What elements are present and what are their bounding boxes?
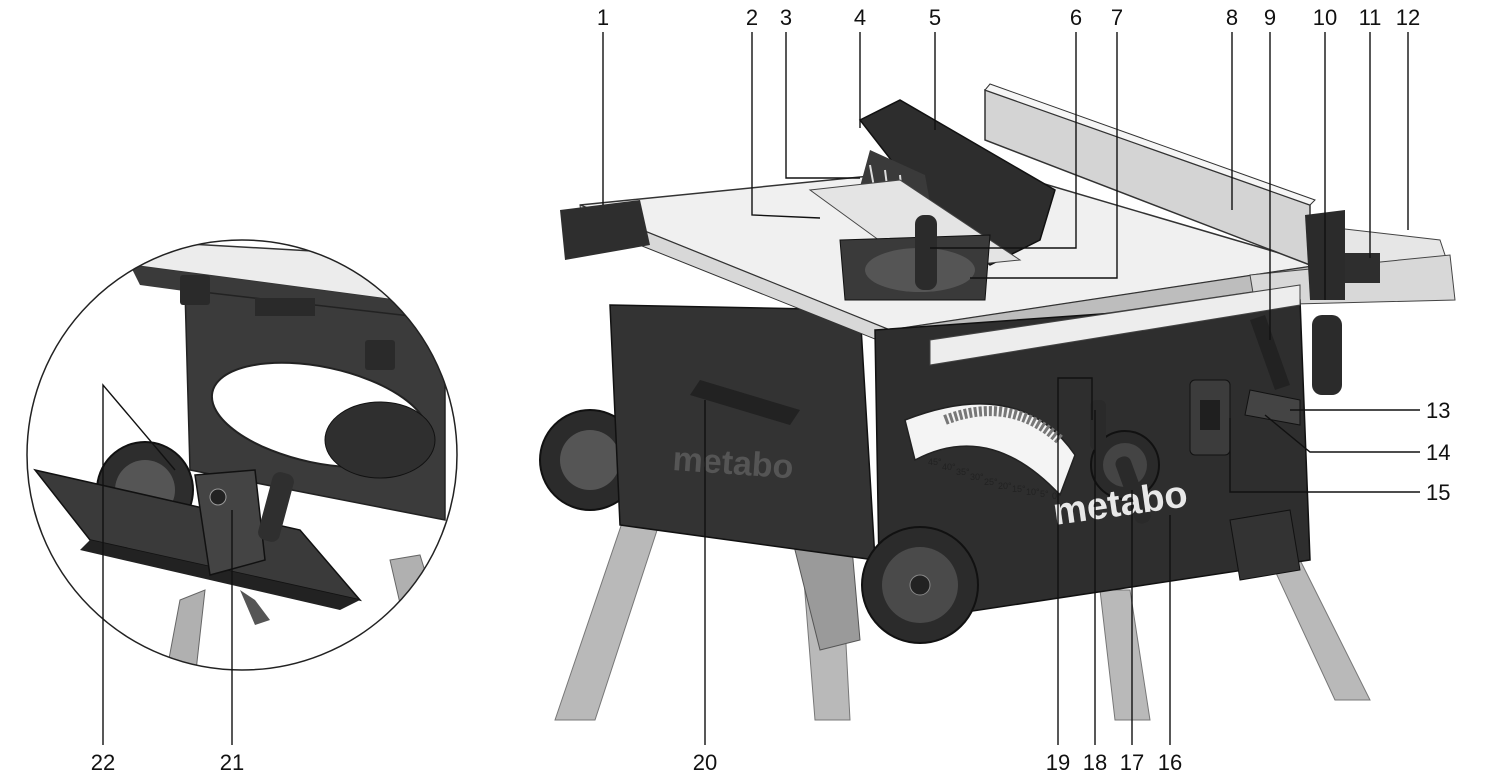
callout-5: 5 bbox=[929, 5, 941, 30]
callout-6: 6 bbox=[1070, 5, 1082, 30]
bevel-scale-ticks: 45° 40° 35° 30° 25° 20° 15° 10° 5° 0° bbox=[928, 457, 1061, 501]
table-saw: metabo 45° bbox=[539, 83, 1456, 721]
bevel-tick-label: 0° bbox=[1052, 491, 1061, 501]
callout-8: 8 bbox=[1226, 5, 1238, 30]
callout-labels: 1 2 3 4 5 6 7 8 9 10 11 12 13 14 15 16 1… bbox=[91, 5, 1451, 775]
bevel-tick-label: 25° bbox=[984, 477, 998, 487]
bevel-tick-label: 30° bbox=[970, 472, 984, 482]
callout-18: 18 bbox=[1083, 750, 1107, 775]
bevel-tick-label: 35° bbox=[956, 467, 970, 477]
bevel-tick-label: 10° bbox=[1026, 487, 1040, 497]
callout-4: 4 bbox=[854, 5, 866, 30]
bevel-tick-label: 15° bbox=[1012, 484, 1026, 494]
callout-9: 9 bbox=[1264, 5, 1276, 30]
callout-1: 1 bbox=[597, 5, 609, 30]
callout-22: 22 bbox=[91, 750, 115, 775]
callout-11: 11 bbox=[1359, 5, 1382, 30]
callout-14: 14 bbox=[1426, 440, 1450, 465]
callout-2: 2 bbox=[746, 5, 758, 30]
callout-20: 20 bbox=[693, 750, 717, 775]
callout-21: 21 bbox=[220, 750, 244, 775]
callout-12: 12 bbox=[1396, 5, 1420, 30]
callout-13: 13 bbox=[1426, 398, 1450, 423]
leader-lines bbox=[102, 32, 1420, 745]
callout-10: 10 bbox=[1313, 5, 1337, 30]
callout-16: 16 bbox=[1158, 750, 1182, 775]
bevel-tick-label: 20° bbox=[998, 481, 1012, 491]
callout-3: 3 bbox=[780, 5, 792, 30]
bevel-tick-label: 40° bbox=[942, 462, 956, 472]
bevel-tick-label: 45° bbox=[928, 457, 942, 467]
callout-7: 7 bbox=[1111, 5, 1123, 30]
callout-15: 15 bbox=[1426, 480, 1450, 505]
callout-17: 17 bbox=[1120, 750, 1144, 775]
side-brand-logo: metabo bbox=[671, 440, 794, 486]
bevel-tick-label: 5° bbox=[1040, 489, 1049, 499]
callout-19: 19 bbox=[1046, 750, 1070, 775]
detail-inset bbox=[26, 239, 458, 671]
